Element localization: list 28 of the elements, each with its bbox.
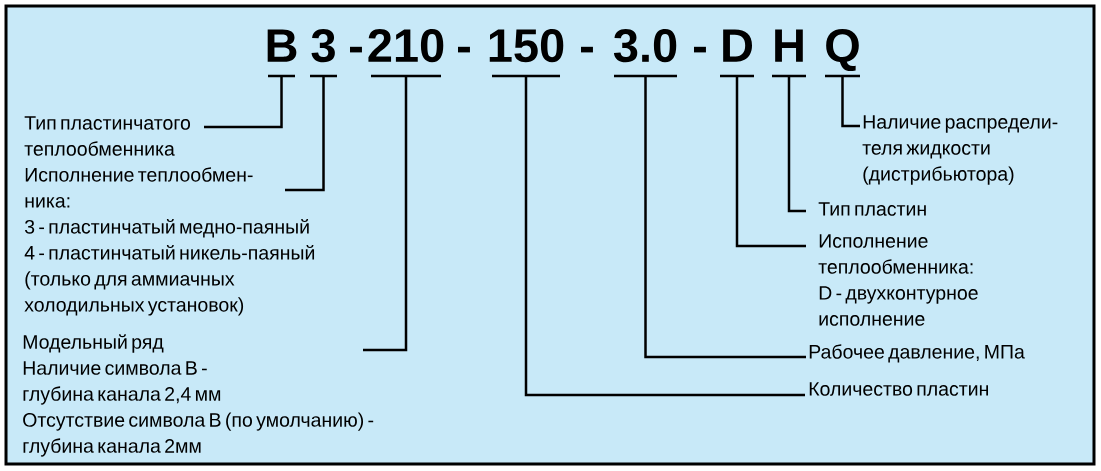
leader-line bbox=[735, 76, 806, 248]
description-text: Наличие распредели- теля жидкости (дистрибьютора) bbox=[862, 115, 1058, 185]
code-character: D bbox=[720, 29, 754, 78]
code-character: 150 bbox=[489, 28, 564, 78]
description-text: Тип пластинчатого теплообменника bbox=[24, 116, 191, 156]
description-text: Исполнение теплообменника: D - двухконтурное исполнение bbox=[818, 234, 978, 326]
description-text: Рабочее давление, МПа bbox=[809, 344, 1025, 363]
leader-line bbox=[524, 76, 805, 397]
leader-line bbox=[787, 76, 806, 213]
code-dash: - bbox=[458, 46, 470, 53]
code-character: 210 bbox=[368, 28, 444, 78]
leader-line bbox=[841, 76, 860, 128]
code-dash: - bbox=[581, 46, 593, 53]
leader-line bbox=[285, 76, 325, 192]
code-character: H bbox=[772, 29, 806, 78]
leader-line bbox=[363, 76, 408, 352]
leader-line bbox=[204, 76, 283, 129]
leader-line bbox=[644, 76, 806, 359]
code-character: 3.0 bbox=[613, 28, 677, 78]
description-text: Исполнение теплообмен- ника: 3 - пластинчатый медно-паяный 4 - пластинчатый никель-паяный (только для аммиачных холодильных установок) bbox=[24, 167, 315, 316]
code-character: Q bbox=[825, 28, 860, 78]
code-character: B bbox=[267, 29, 297, 78]
description-text: Модельный ряд Наличие символа В - глубина канала 2,4 мм Отсутствие символа В (по умолчанию) - глубина канала 2мм bbox=[23, 334, 374, 457]
code-dash: - bbox=[350, 46, 362, 53]
code-character: 3 bbox=[310, 28, 337, 78]
description-text: Тип пластин bbox=[818, 202, 926, 216]
code-dash: - bbox=[694, 46, 706, 53]
description-text: Количество пластин bbox=[809, 382, 988, 396]
